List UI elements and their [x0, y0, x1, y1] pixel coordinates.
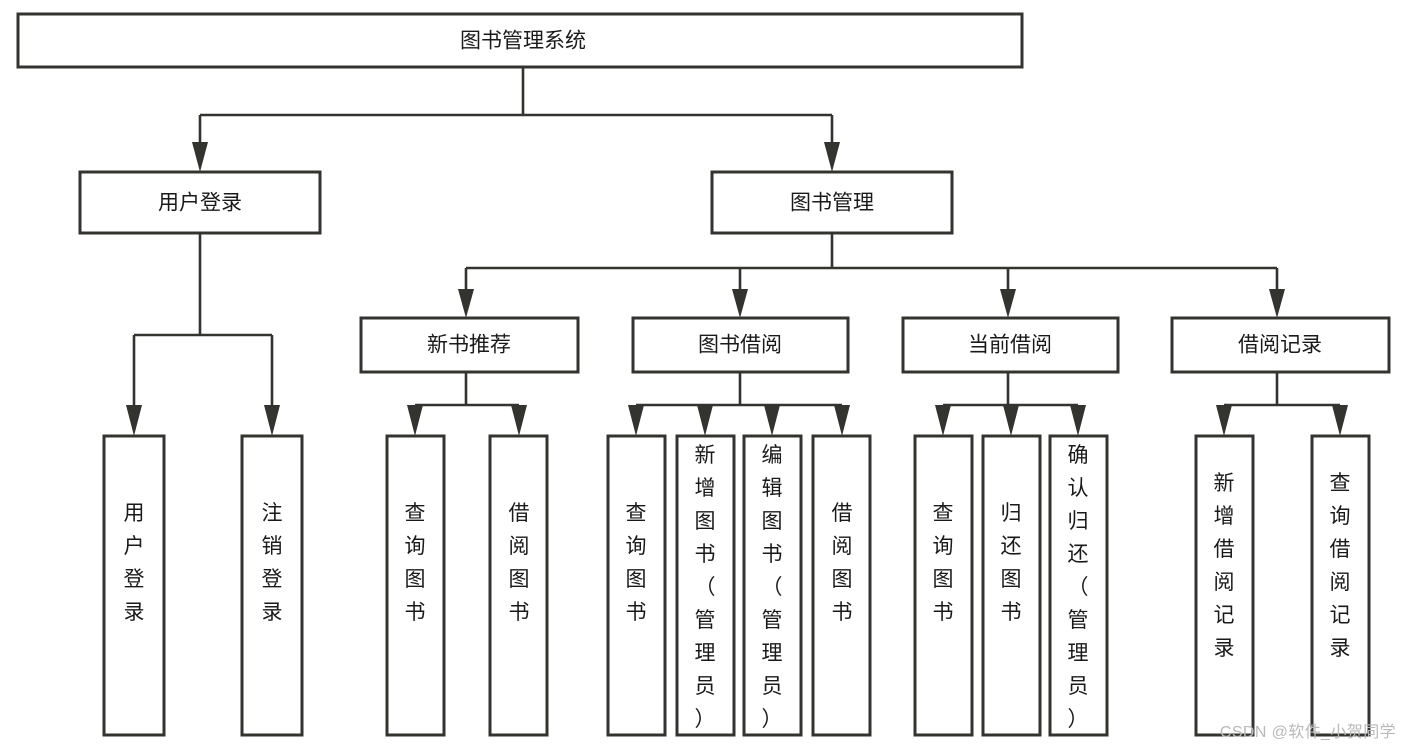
node-leaf-confirm-return-label: 确认归还（管理员） [1068, 444, 1089, 731]
connector-layer [126, 67, 1348, 436]
arrow-head-leaf-return-book [1003, 405, 1019, 436]
node-current-borrow-label: 当前借阅 [968, 334, 1052, 357]
node-leaf-add-book-label: 新增图书（管理员） [695, 444, 716, 731]
arrow-head-leaf-edit-book [764, 405, 780, 436]
arrow-head-leaf-query-book-2 [628, 405, 644, 436]
arrow-head-leaf-query-book-3 [935, 405, 951, 436]
node-leaf-query-book-2[interactable]: 查询图书 [606, 434, 667, 737]
arrow-head-new-book-recommend [458, 289, 474, 318]
node-leaf-borrow-book-2-box[interactable] [811, 434, 872, 737]
arrow-head-book-borrow [732, 289, 748, 318]
node-root-label: 图书管理系统 [460, 30, 586, 53]
node-leaf-add-book[interactable]: 新增图书（管理员） [675, 434, 736, 737]
node-borrow-record-label: 借阅记录 [1238, 334, 1322, 357]
arrow-head-leaf-query-record [1332, 405, 1348, 436]
node-new-book-recommend[interactable]: 新书推荐 [359, 316, 580, 374]
node-leaf-borrow-book-2[interactable]: 借阅图书 [811, 434, 872, 737]
arrow-head-leaf-logout [264, 405, 280, 436]
node-leaf-return-book-box[interactable] [981, 434, 1042, 737]
arrow-head-leaf-borrow-book-1 [511, 405, 527, 436]
node-leaf-logout[interactable]: 注销登录 [240, 434, 304, 737]
node-leaf-confirm-return[interactable]: 确认归还（管理员） [1048, 434, 1109, 737]
node-leaf-borrow-book-1-box[interactable] [488, 434, 549, 737]
arrow-head-leaf-borrow-book-2 [834, 405, 850, 436]
node-borrow-record-box[interactable] [1170, 316, 1391, 374]
arrow-head-leaf-add-record [1216, 405, 1232, 436]
arrow-head-leaf-query-book-1 [407, 405, 423, 436]
node-leaf-edit-book-label: 编辑图书（管理员） [762, 444, 783, 731]
arrow-head-book-manage [824, 142, 840, 172]
node-new-book-recommend-label: 新书推荐 [427, 334, 511, 357]
node-leaf-borrow-book-1[interactable]: 借阅图书 [488, 434, 549, 737]
arrow-head-borrow-record [1269, 289, 1285, 318]
node-book-manage[interactable]: 图书管理 [710, 170, 954, 235]
node-leaf-edit-book-box[interactable] [742, 434, 803, 737]
node-root-box[interactable] [16, 12, 1024, 69]
node-leaf-add-book-box[interactable] [675, 434, 736, 737]
node-book-borrow-label: 图书借阅 [698, 334, 782, 357]
node-book-borrow-box[interactable] [631, 316, 850, 374]
node-leaf-query-book-1[interactable]: 查询图书 [385, 434, 446, 737]
node-leaf-add-record-box[interactable] [1194, 434, 1255, 737]
node-leaf-query-book-3-label: 查询图书 [933, 502, 954, 624]
node-leaf-borrow-book-2-label: 借阅图书 [832, 502, 853, 624]
node-leaf-query-book-3[interactable]: 查询图书 [913, 434, 974, 737]
node-borrow-record[interactable]: 借阅记录 [1170, 316, 1391, 374]
node-user-login-label: 用户登录 [158, 192, 242, 215]
node-leaf-user-login[interactable]: 用户登录 [102, 434, 166, 737]
node-leaf-add-record[interactable]: 新增借阅记录 [1194, 434, 1255, 737]
node-leaf-query-record-label: 查询借阅记录 [1330, 472, 1351, 660]
node-leaf-query-book-2-label: 查询图书 [626, 502, 647, 624]
arrow-head-leaf-user-login [126, 405, 142, 436]
arrow-head-leaf-confirm-return [1070, 405, 1086, 436]
node-book-manage-box[interactable] [710, 170, 954, 235]
node-book-borrow[interactable]: 图书借阅 [631, 316, 850, 374]
node-leaf-query-record[interactable]: 查询借阅记录 [1310, 434, 1371, 737]
node-current-borrow[interactable]: 当前借阅 [901, 316, 1120, 374]
node-leaf-query-book-1-box[interactable] [385, 434, 446, 737]
node-leaf-query-book-2-box[interactable] [606, 434, 667, 737]
node-leaf-query-book-3-box[interactable] [913, 434, 974, 737]
node-leaf-user-login-label: 用户登录 [124, 502, 145, 624]
node-leaf-query-book-1-label: 查询图书 [405, 502, 426, 624]
arrow-head-current-borrow [1000, 289, 1016, 318]
arrow-head-leaf-add-book [697, 405, 713, 436]
node-new-book-recommend-box[interactable] [359, 316, 580, 374]
node-leaf-confirm-return-box[interactable] [1048, 434, 1109, 737]
node-leaf-logout-box[interactable] [240, 434, 304, 737]
node-leaf-borrow-book-1-label: 借阅图书 [509, 502, 530, 624]
node-leaf-logout-label: 注销登录 [262, 502, 283, 624]
node-leaf-return-book-label: 归还图书 [1001, 502, 1022, 624]
node-leaf-user-login-box[interactable] [102, 434, 166, 737]
node-book-manage-label: 图书管理 [790, 192, 874, 215]
node-leaf-add-record-label: 新增借阅记录 [1214, 472, 1235, 660]
node-user-login[interactable]: 用户登录 [78, 170, 322, 235]
node-leaf-return-book[interactable]: 归还图书 [981, 434, 1042, 737]
node-root[interactable]: 图书管理系统 [16, 12, 1024, 69]
node-current-borrow-box[interactable] [901, 316, 1120, 374]
arrow-head-user-login [192, 142, 208, 172]
node-user-login-box[interactable] [78, 170, 322, 235]
watermark-text: CSDN @软件_小贺同学 [1219, 724, 1396, 741]
node-leaf-query-record-box[interactable] [1310, 434, 1371, 737]
node-leaf-edit-book[interactable]: 编辑图书（管理员） [742, 434, 803, 737]
